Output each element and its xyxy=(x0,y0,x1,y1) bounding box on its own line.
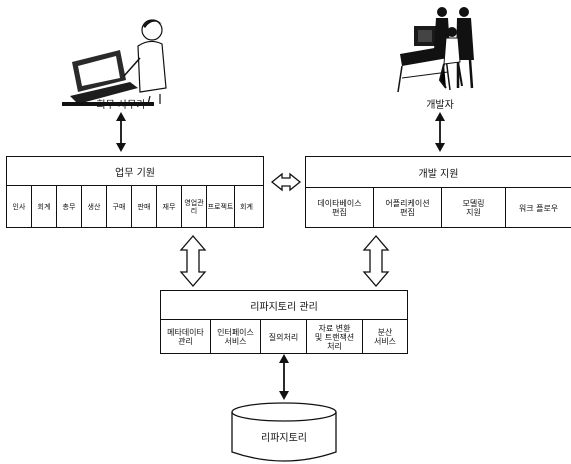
developer-link-arrow xyxy=(435,112,445,152)
repo-function-interface-service: 인터페이스 서비스 xyxy=(211,320,261,354)
repo-function-query: 질의처리 xyxy=(261,320,307,354)
business-module-9: 프로젝트 xyxy=(207,186,235,228)
business-module-row: 인사 회계 총무 생산 구매 판매 재무 영업관리 프로젝트 회계 xyxy=(7,186,263,228)
repo-function-row: 메타데이타 관리 인터페이스 서비스 질의처리 자료 변환 및 트랜잭션 처리 … xyxy=(161,320,407,354)
office-worker-illustration xyxy=(62,19,167,106)
office-worker-label: 회무 사무가 xyxy=(96,100,146,111)
dev-tool-modeling-support: 모델링 지원 xyxy=(442,188,506,228)
dev-tool-database-edit: 데이타베이스 편집 xyxy=(306,188,374,228)
office-worker-link-arrow xyxy=(116,112,126,152)
business-module-3: 총무 xyxy=(57,186,82,228)
repo-function-transaction: 자료 변환 및 트랜잭션 처리 xyxy=(307,320,363,354)
business-module-7: 재무 xyxy=(157,186,182,228)
business-module-2: 회계 xyxy=(32,186,57,228)
dev-support-box: 개발 지원 데이타베이스 편집 어플리케이션 편집 모델링 지원 워크 플로우 xyxy=(305,156,571,228)
repository-management-title: 리파지토리 관리 xyxy=(161,291,407,320)
developer-label: 개발자 xyxy=(426,100,454,111)
repo-function-distributed-service: 분산 서비스 xyxy=(373,328,397,346)
repo-function-metadata: 메타데이타 관리 xyxy=(161,320,211,354)
repository-database-label: 리파지토리 xyxy=(261,433,307,444)
business-module-6: 판매 xyxy=(132,186,157,228)
business-support-title: 업무 기원 xyxy=(7,157,263,186)
repo-db-arrow xyxy=(279,354,289,400)
business-module-4: 생산 xyxy=(82,186,107,228)
business-module-10: 회계 xyxy=(240,203,253,211)
dev-tool-application-edit: 어플리케이션 편집 xyxy=(374,188,442,228)
repository-management-box: 리파지토리 관리 메타데이타 관리 인터페이스 서비스 질의처리 자료 변환 및… xyxy=(160,290,408,354)
repository-database-cylinder xyxy=(231,402,337,462)
business-support-box: 업무 기원 인사 회계 총무 생산 구매 판매 재무 영업관리 프로젝트 회계 xyxy=(6,156,264,228)
developers-illustration xyxy=(397,7,474,93)
business-module-5: 구매 xyxy=(107,186,132,228)
dev-repo-arrow xyxy=(362,235,390,287)
business-dev-exchange-arrow xyxy=(270,172,302,192)
business-repo-arrow xyxy=(179,235,207,287)
business-module-8: 영업관리 xyxy=(182,186,207,228)
dev-support-title: 개발 지원 xyxy=(306,157,571,188)
dev-tool-row: 데이타베이스 편집 어플리케이션 편집 모델링 지원 워크 플로우 xyxy=(306,188,571,228)
dev-tool-workflow: 워크 플로우 xyxy=(518,203,559,213)
business-module-1: 인사 xyxy=(7,186,32,228)
